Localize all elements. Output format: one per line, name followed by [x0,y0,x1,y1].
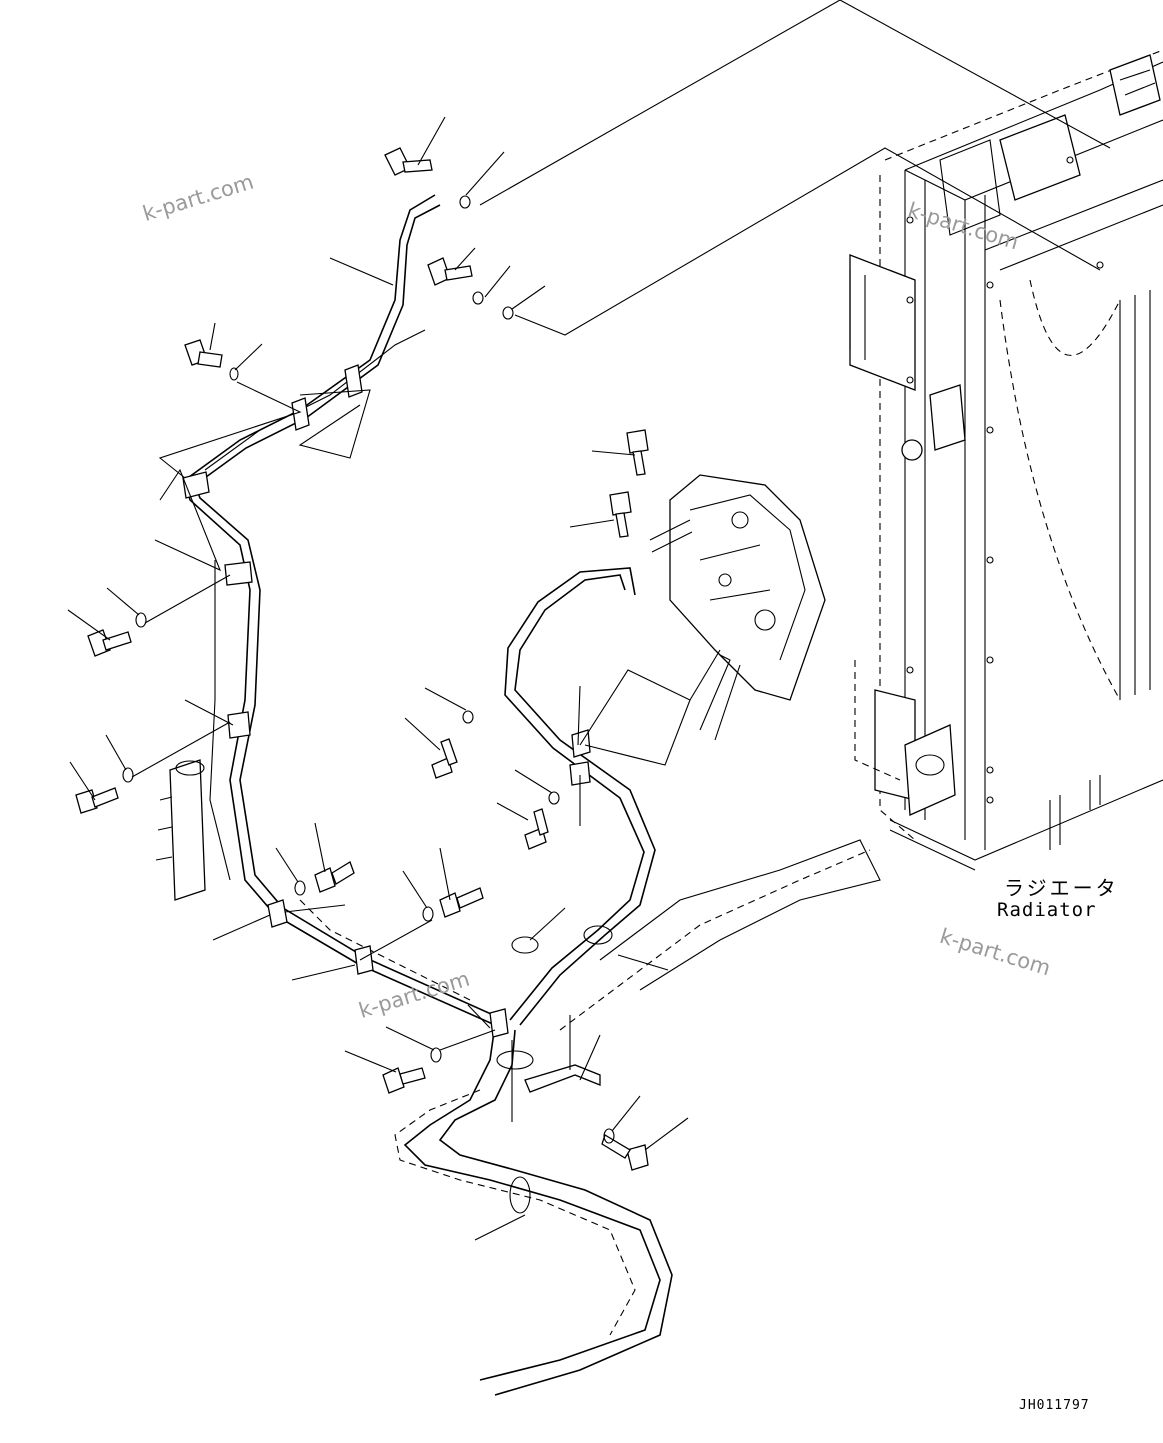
valve-block [649,474,826,741]
accumulator-block [155,759,206,901]
hose-clamps [182,364,613,1214]
radiator-label-jp: ラジエータ [1004,876,1119,900]
bolts [75,147,649,1171]
radiator-label-en: Radiator [997,899,1097,921]
drawing-code: JH011797 [1019,1398,1090,1413]
radiator-assembly [849,49,1163,871]
leader-lines [67,0,1111,1241]
hose-routing [184,194,881,1396]
